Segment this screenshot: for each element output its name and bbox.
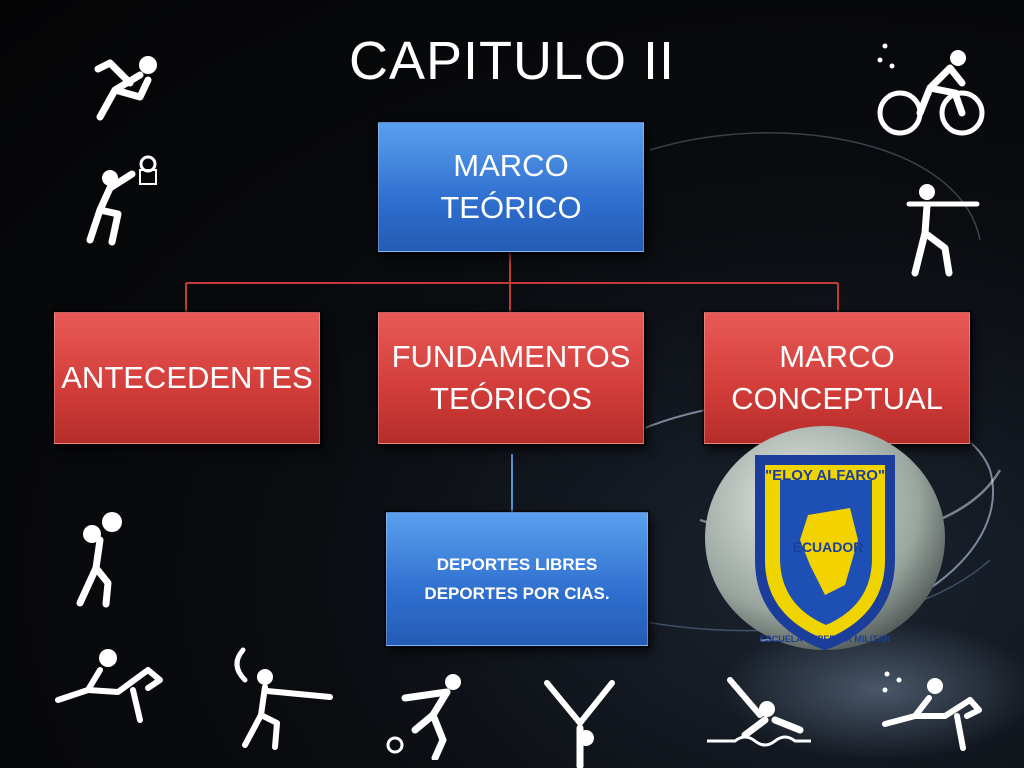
child-node-label: ANTECEDENTES: [61, 360, 313, 395]
cyclist-icon: [877, 43, 985, 136]
school-emblem: "ELOY ALFARO" ECUADOR ESCUELA SUPERIOR M…: [705, 426, 945, 651]
runner-icon: [94, 56, 157, 121]
emblem-ring-text: ESCUELA SUPERIOR MILITAR: [760, 634, 891, 644]
equestrian-icon-2: [882, 671, 982, 751]
swimmer-icon: [707, 677, 811, 747]
fencer-icon: [234, 647, 333, 750]
page-title: CAPITULO II: [348, 31, 676, 91]
equestrian-icon: [55, 649, 163, 723]
sub-node-line-2: DEPORTES POR CIAS.: [424, 584, 610, 603]
sub-node-line-1: DEPORTES LIBRES: [436, 555, 598, 574]
child-node-label: FUNDAMENTOS TEÓRICOS: [391, 339, 631, 416]
boxer-icon: [76, 512, 122, 608]
shooter-icon: [906, 184, 980, 277]
soccer-icon: [386, 674, 461, 760]
emblem-top-text: "ELOY ALFARO": [765, 467, 885, 484]
gymnast-icon: [544, 680, 615, 768]
root-node: MARCO TEÓRICO: [378, 122, 644, 252]
basketball-icon: [86, 155, 157, 246]
emblem-inner-text: ECUADOR: [793, 539, 864, 555]
child-node-label: MARCO CONCEPTUAL: [731, 339, 943, 416]
child-node-antecedentes: ANTECEDENTES: [54, 312, 320, 444]
sub-node-deportes: DEPORTES LIBRES DEPORTES POR CIAS.: [386, 512, 648, 646]
child-node-fundamentos: FUNDAMENTOS TEÓRICOS: [378, 312, 644, 444]
root-node-label: MARCO TEÓRICO: [440, 148, 582, 225]
